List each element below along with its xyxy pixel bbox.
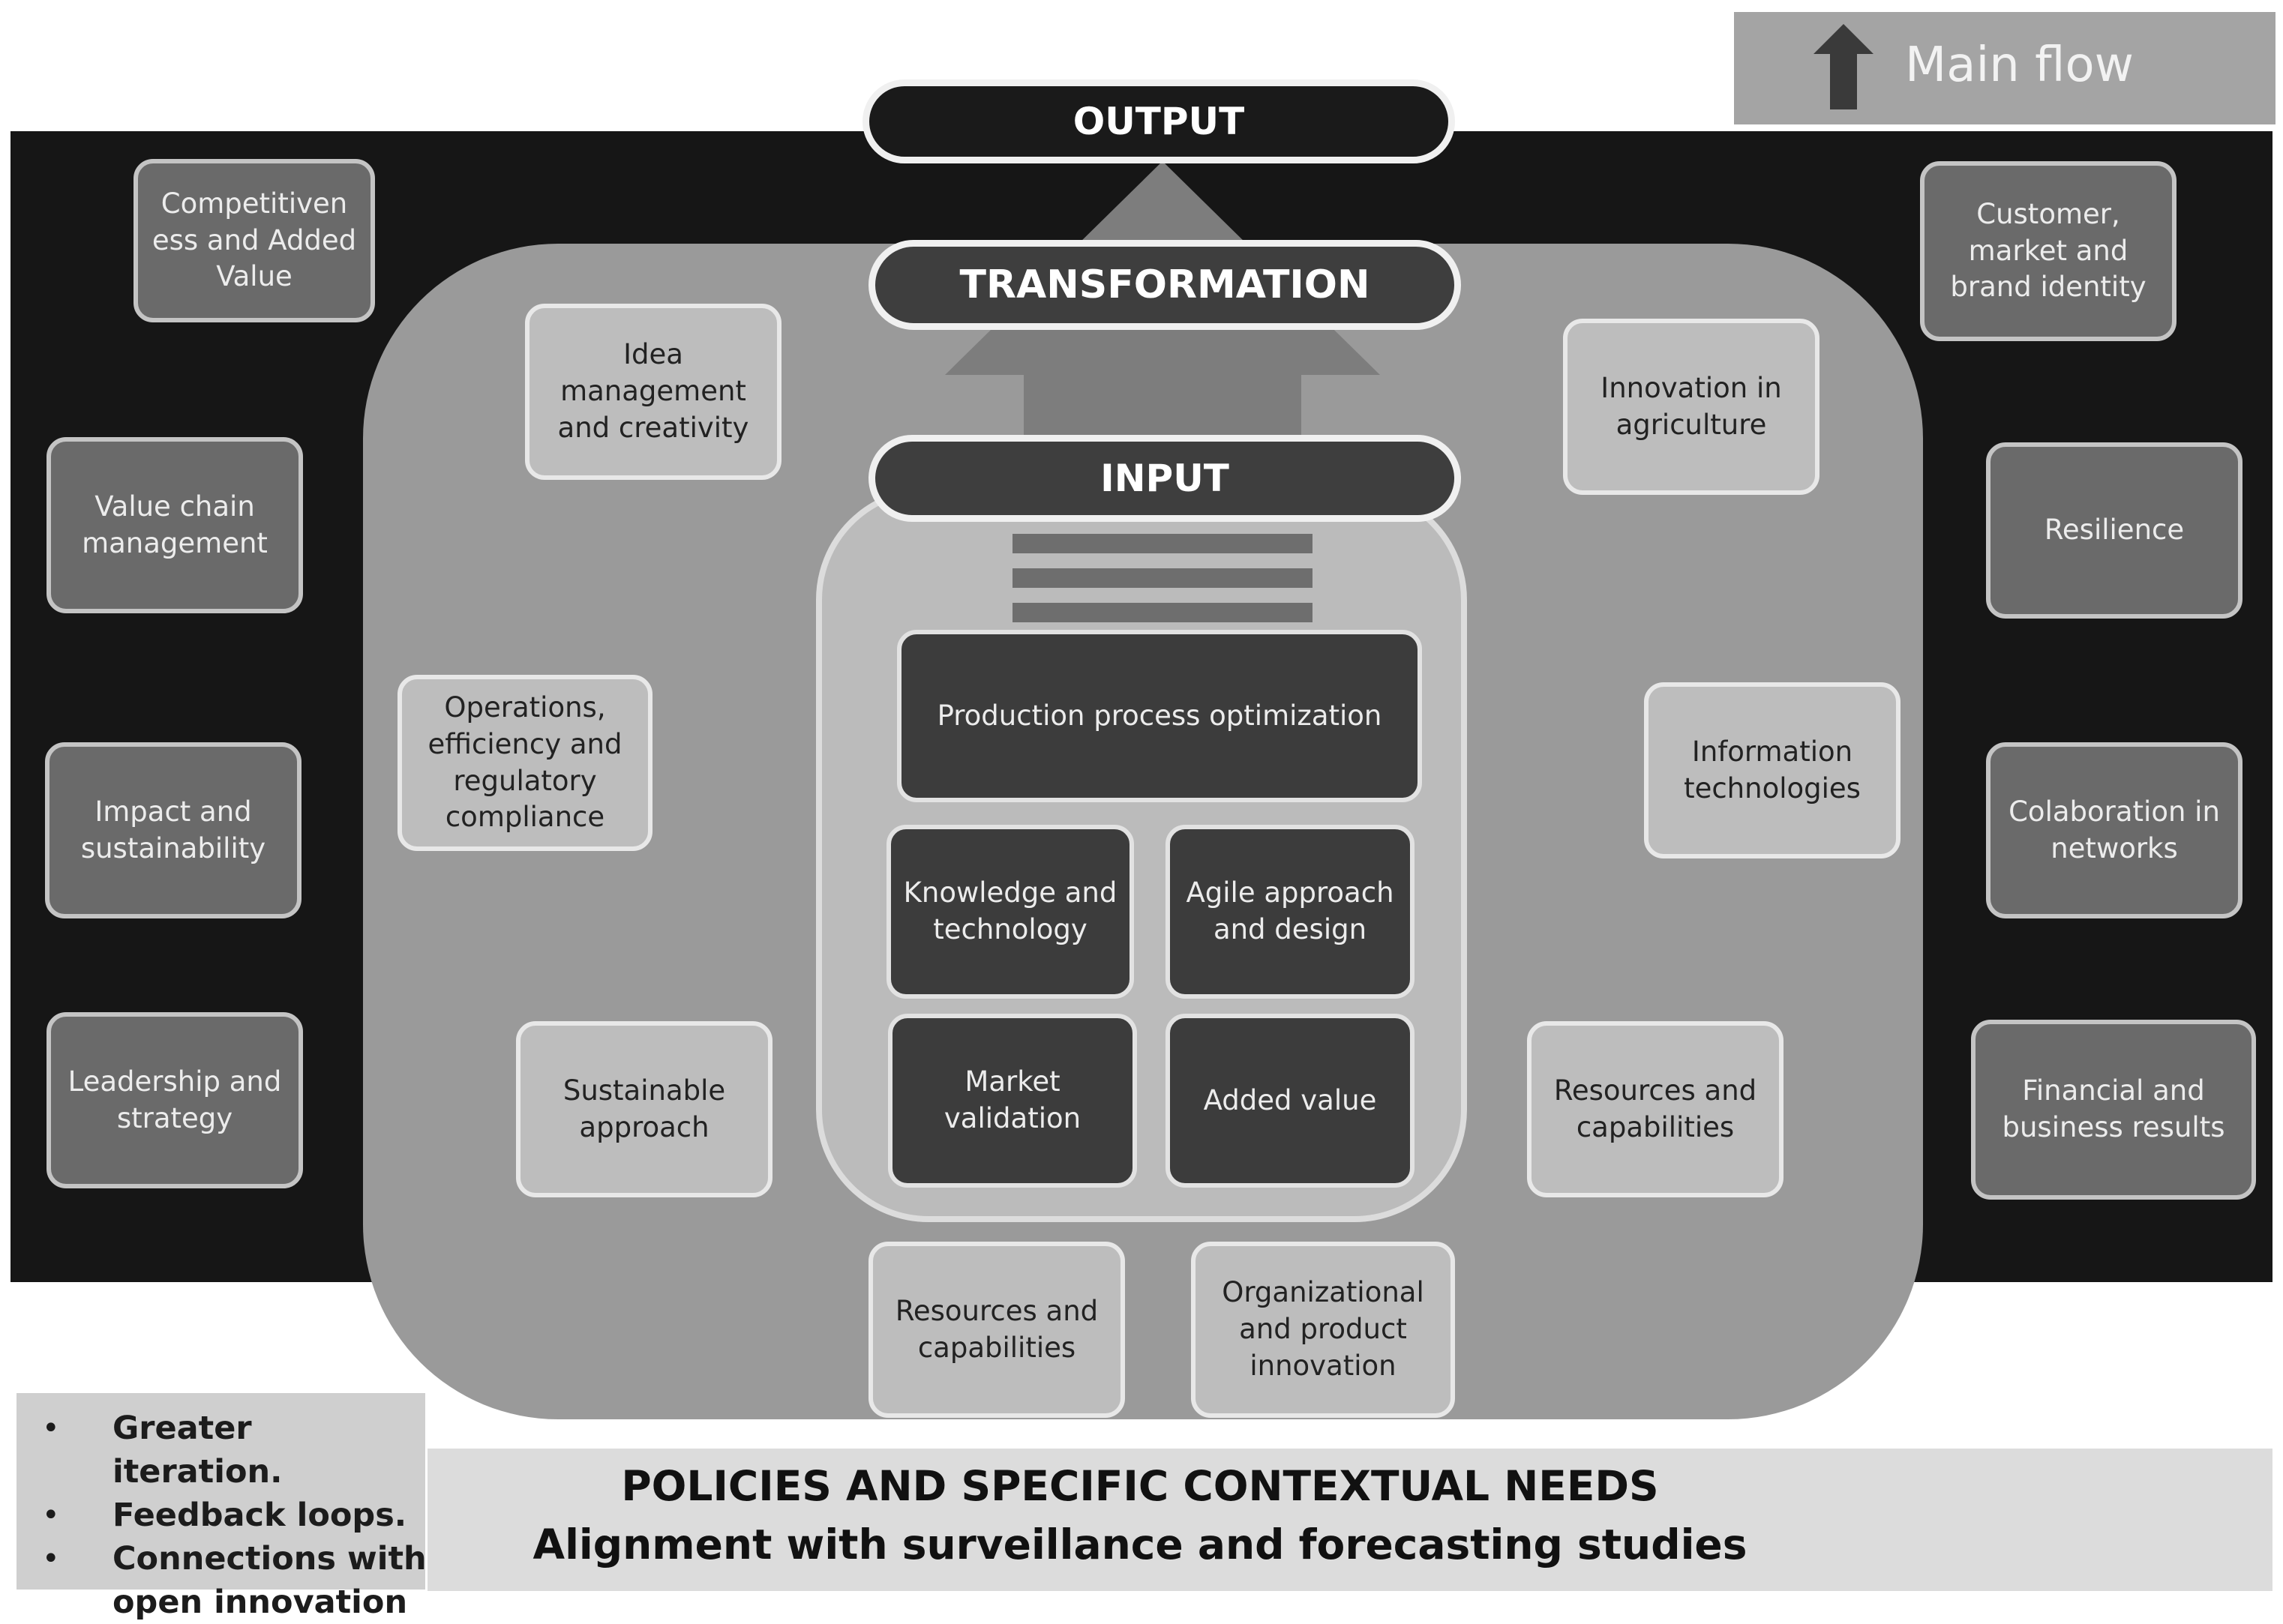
inner-left-box-1: Idea management and creativity (525, 304, 782, 480)
bullet-dot-icon: • (42, 1411, 60, 1446)
policies-subtitle: Alignment with surveillance and forecast… (532, 1521, 1748, 1569)
outer-left-box-4: Leadership and strategy (46, 1012, 303, 1188)
input-label: INPUT (868, 435, 1461, 522)
inner-right-box-3: Resources and capabilities (1527, 1021, 1784, 1197)
transformation-label: TRANSFORMATION (868, 240, 1461, 330)
bullet-dot-icon: • (42, 1542, 60, 1576)
outer-right-box-3: Colaboration in networks (1986, 742, 2242, 918)
inner-right-box-2: Information technologies (1644, 682, 1900, 858)
bullet-text: Greater iteration. (112, 1410, 283, 1491)
stripe-3 (1012, 603, 1312, 622)
policies-banner (428, 1449, 2272, 1591)
bullet-dot-icon: • (42, 1498, 60, 1533)
bullet-item: • Greater iteration. (16, 1407, 425, 1494)
inner-left-box-3: Sustainable approach (516, 1021, 772, 1197)
core-block-added-value: Added value (1166, 1014, 1414, 1188)
outer-right-box-4: Financial and business results (1971, 1020, 2256, 1200)
outer-left-box-2: Value chain management (46, 437, 303, 613)
legend-label: Main flow (1905, 37, 2134, 93)
bullet-item: • Feedback loops. (16, 1494, 425, 1537)
output-label: OUTPUT (862, 79, 1455, 163)
core-block-knowledge: Knowledge and technology (886, 825, 1134, 999)
bullet-text: Feedback loops. (112, 1497, 407, 1534)
bullet-text: Connections with open innovation (112, 1540, 427, 1621)
bullet-list: • Greater iteration. • Feedback loops. • Co… (16, 1393, 427, 1621)
core-block-market: Market validation (888, 1014, 1137, 1188)
core-block-production: Production process optimization (897, 630, 1422, 802)
policies-title: POLICIES AND SPECIFIC CONTEXTUAL NEEDS (621, 1462, 1659, 1510)
inner-bottom-box-1: Resources and capabilities (868, 1242, 1125, 1418)
outer-right-box-2: Resilience (1986, 442, 2242, 619)
stripe-1 (1012, 534, 1312, 553)
outer-left-box-1: Competitiven ess and Added Value (134, 159, 375, 322)
up-arrow-icon (1814, 24, 1874, 109)
outer-left-box-3: Impact and sustainability (45, 742, 302, 918)
inner-bottom-box-2: Organizational and product innovation (1191, 1242, 1455, 1418)
legend-box (1734, 12, 2276, 124)
inner-left-box-2: Operations, efficiency and regulatory co… (398, 675, 652, 851)
inner-right-box-1: Innovation in agriculture (1563, 319, 1820, 495)
stripe-2 (1012, 568, 1312, 588)
outer-right-box-1: Customer, market and brand identity (1920, 161, 2176, 341)
core-block-agile: Agile approach and design (1166, 825, 1414, 999)
